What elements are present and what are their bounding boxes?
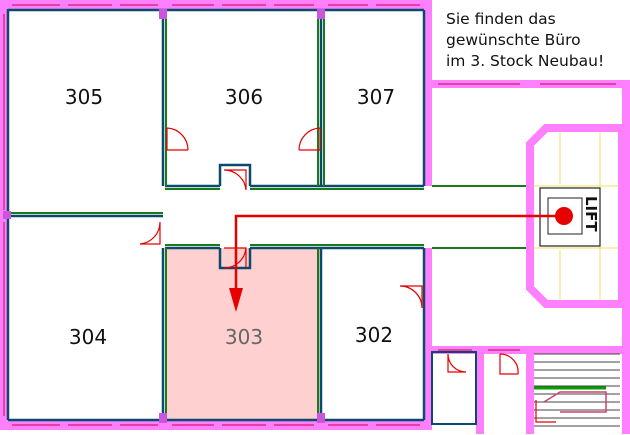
utility-room	[431, 351, 477, 425]
room-label-302: 302	[355, 323, 393, 347]
corridor-walls	[8, 14, 530, 418]
lift-start-marker	[555, 207, 573, 225]
room-label-304: 304	[69, 325, 107, 349]
note-line-3: im 3. Stock Neubau!	[446, 52, 605, 70]
doors	[139, 127, 556, 423]
room-label-306: 306	[225, 85, 263, 109]
lift-label: LIFT	[582, 196, 600, 232]
route-arrowhead	[229, 288, 243, 312]
pillars	[3, 9, 325, 423]
room-label-307: 307	[357, 85, 395, 109]
direction-note: Sie finden das gewünschte Büro im 3. Sto…	[446, 9, 626, 72]
room-label-303: 303	[225, 325, 263, 349]
room-label-305: 305	[65, 85, 103, 109]
staircase	[534, 353, 620, 427]
note-line-1: Sie finden das	[446, 10, 556, 28]
route-path	[229, 207, 573, 312]
room-303-fill[interactable]	[165, 248, 320, 420]
window-marks	[3, 4, 616, 426]
note-line-2: gewünschte Büro	[446, 31, 581, 49]
